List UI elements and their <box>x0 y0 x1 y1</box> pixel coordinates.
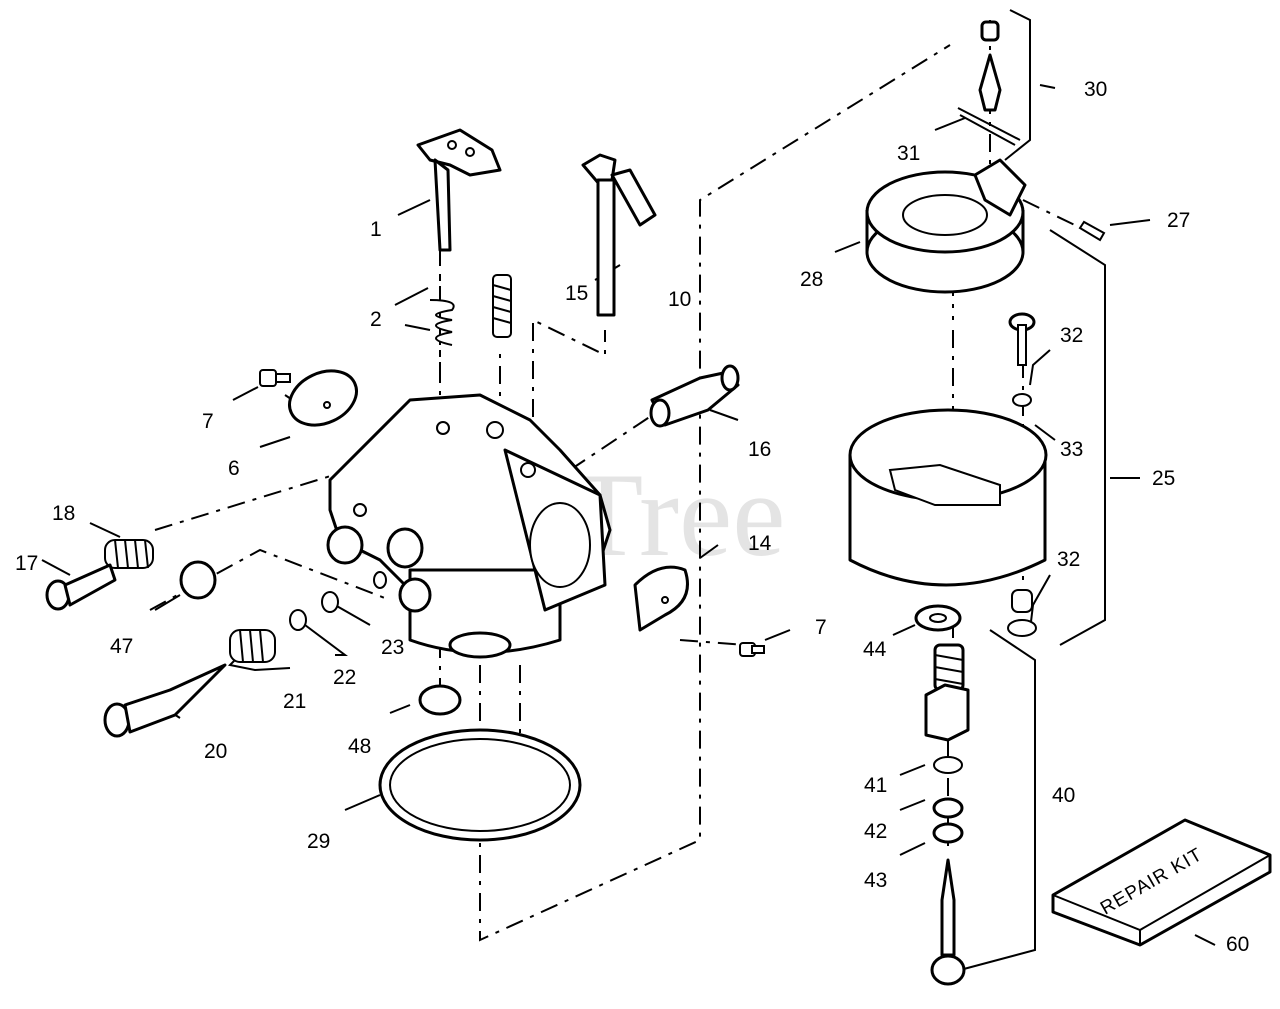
leader-lines <box>41 84 1216 946</box>
callout-6: 6 <box>228 457 240 480</box>
callout-14: 14 <box>748 532 772 555</box>
washer-23-part <box>321 571 387 613</box>
callout-labels: 1 2 7 6 18 17 47 21 22 23 20 48 29 15 10… <box>15 78 1249 956</box>
repair-kit-part: REPAIR KIT <box>1051 818 1272 947</box>
float-clip-part <box>957 107 1021 146</box>
callout-43: 43 <box>864 869 887 892</box>
washer-41-part <box>933 756 963 774</box>
callout-48: 48 <box>348 735 371 758</box>
callout-32-upper: 32 <box>1060 324 1083 347</box>
callout-33: 33 <box>1060 438 1083 461</box>
callout-30: 30 <box>1084 78 1107 101</box>
throttle-plate-screw-part <box>259 369 291 387</box>
callout-28: 28 <box>800 268 823 291</box>
float-pin-part <box>1078 220 1106 242</box>
callout-47: 47 <box>110 635 133 658</box>
washer-42-part <box>932 797 964 819</box>
idle-spring-part <box>104 539 154 569</box>
washer-33-part <box>1012 393 1032 407</box>
choke-plate-screw-part <box>739 642 765 657</box>
callout-10: 10 <box>668 288 691 311</box>
fuel-inlet-part <box>649 364 740 428</box>
oring-43-part <box>932 822 964 844</box>
callout-2: 2 <box>370 308 382 331</box>
choke-plate-part <box>633 565 689 632</box>
washer-22-part <box>289 609 307 631</box>
callout-22: 22 <box>333 666 356 689</box>
bowl-gasket-part <box>378 728 582 842</box>
bracket-lines <box>959 9 1106 971</box>
spring-part <box>404 299 455 346</box>
carburetor-body <box>326 393 612 659</box>
idle-screw-part <box>45 563 117 611</box>
callout-42: 42 <box>864 820 887 843</box>
callout-7-left: 7 <box>202 410 214 433</box>
throttle-shaft-part <box>416 128 502 252</box>
callout-17: 17 <box>15 552 38 575</box>
callout-21: 21 <box>283 690 306 713</box>
callout-7-right: 7 <box>815 616 827 639</box>
drain-needle-part <box>1008 312 1036 366</box>
callout-1: 1 <box>370 218 382 241</box>
callout-29: 29 <box>307 830 330 853</box>
float-bowl-part <box>848 408 1048 587</box>
mixture-screw-part <box>103 663 227 738</box>
callout-32-lower: 32 <box>1057 548 1080 571</box>
callout-16: 16 <box>748 438 771 461</box>
upper-spring-part <box>492 274 512 338</box>
callout-23: 23 <box>381 636 404 659</box>
welch-plug-part <box>179 560 217 600</box>
callout-27: 27 <box>1167 209 1190 232</box>
throttle-plate-part <box>288 369 358 427</box>
mixture-spring-part <box>229 629 276 663</box>
float-part <box>865 158 1027 294</box>
washer-44-part <box>914 604 962 632</box>
callout-40: 40 <box>1052 784 1075 807</box>
main-jet-needle-part <box>930 858 966 986</box>
drain-spring-part <box>1007 589 1037 637</box>
bowl-nut-part <box>924 643 970 742</box>
choke-shaft-part <box>581 153 657 317</box>
inlet-needle-part <box>978 20 1002 112</box>
callout-25: 25 <box>1152 467 1175 490</box>
callout-18: 18 <box>52 502 75 525</box>
callout-20: 20 <box>204 740 227 763</box>
callout-60: 60 <box>1226 933 1249 956</box>
plug-48-part <box>418 684 462 716</box>
callout-41: 41 <box>864 774 887 797</box>
callout-31: 31 <box>897 142 920 165</box>
callout-44: 44 <box>863 638 887 661</box>
callout-15: 15 <box>565 282 588 305</box>
